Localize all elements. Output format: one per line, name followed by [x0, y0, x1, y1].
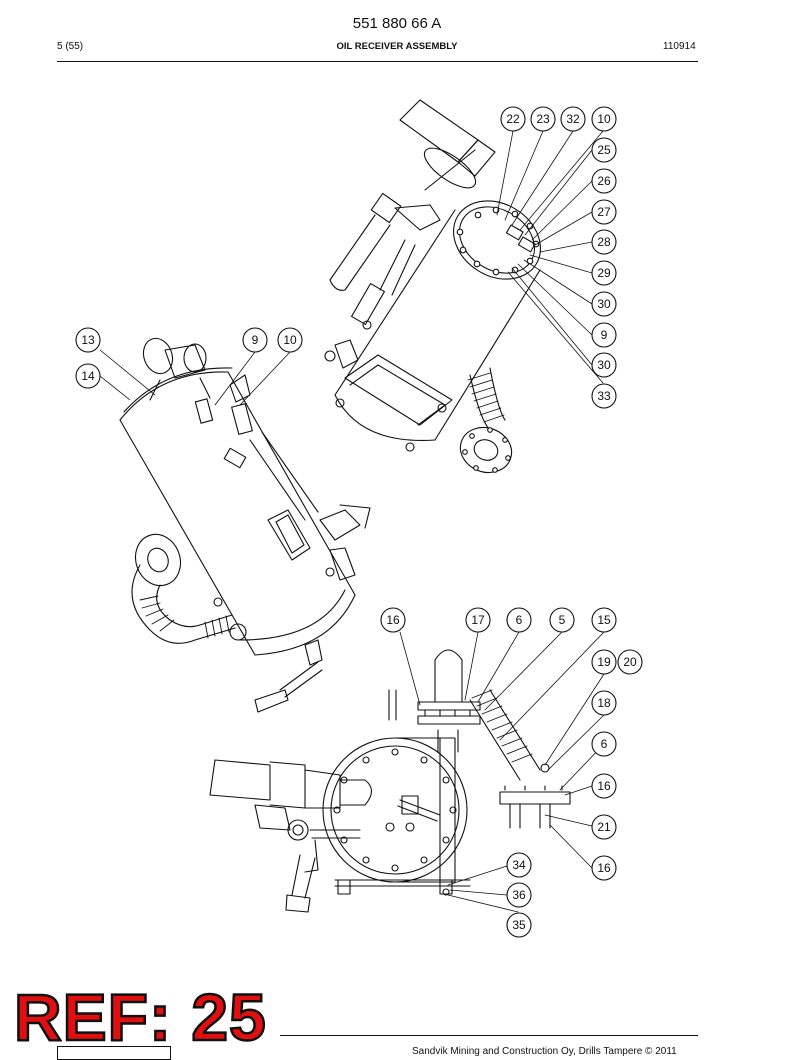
callout-bubbles: [75, 106, 643, 938]
callout-label: 26: [597, 174, 611, 188]
callout-label: 16: [597, 779, 611, 793]
drawing-view-1: [324, 99, 541, 474]
callout-label: 13: [81, 333, 95, 347]
callout-label: 27: [597, 205, 611, 219]
callout-label: 23: [536, 112, 550, 126]
callout-label: 22: [506, 112, 520, 126]
callout-label: 21: [597, 820, 611, 834]
callout-label: 33: [597, 389, 611, 403]
callout-label: 9: [601, 328, 608, 342]
callout-label: 32: [566, 112, 580, 126]
page-number: 5 (55): [57, 41, 84, 52]
callout-label: 9: [252, 333, 259, 347]
callout-label: 28: [597, 235, 611, 249]
callout-label: 5: [559, 613, 566, 627]
callout-label: 30: [597, 358, 611, 372]
drawing-view-2: [119, 337, 371, 713]
callout-label: 29: [597, 266, 611, 280]
callout-label: 15: [597, 613, 611, 627]
callout-label: 14: [81, 369, 95, 383]
document-date: 110914: [663, 41, 696, 52]
leader-lines: [99, 130, 605, 913]
callout-label: 17: [471, 613, 485, 627]
document-number: 551 880 66 A: [352, 15, 442, 32]
footer-rule: [280, 1035, 698, 1036]
callout-label: 6: [601, 737, 608, 751]
callout-label: 16: [597, 861, 611, 875]
callout-label: 34: [512, 858, 526, 872]
callout-label: 18: [597, 696, 611, 710]
callout-label: 10: [597, 112, 611, 126]
callout-label: 20: [623, 655, 637, 669]
callout-label: 10: [283, 333, 297, 347]
copyright-text: Sandvik Mining and Construction Oy, Dril…: [412, 1046, 677, 1057]
document-title: OIL RECEIVER ASSEMBLY: [336, 41, 458, 52]
callout-label: 30: [597, 297, 611, 311]
brand-logo-box: [57, 1046, 171, 1060]
callout-label: 19: [597, 655, 611, 669]
ref-stamp: REF: 25: [13, 980, 267, 1054]
callout-label: 36: [512, 888, 526, 902]
callout-label: 25: [597, 143, 611, 157]
callout-label: 6: [516, 613, 523, 627]
drawing-view-3: [209, 649, 571, 913]
callout-label: 16: [386, 613, 400, 627]
header-rule: [57, 61, 698, 62]
callout-label: 35: [512, 918, 526, 932]
